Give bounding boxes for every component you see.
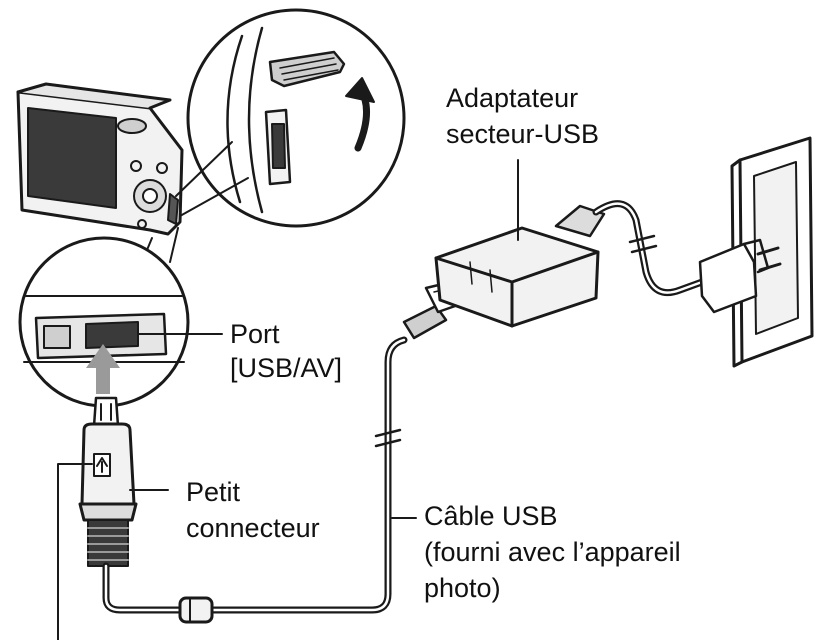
cable-label-line3: photo) (424, 573, 501, 603)
cable-label-line2: (fourni avec l’appareil (424, 537, 681, 567)
adapter-label-line2: secteur-USB (446, 119, 600, 149)
port-cover-zoom-circle (186, 8, 406, 228)
cable-label-line1: Câble USB (424, 501, 558, 531)
connector-label-line1: Petit (186, 477, 241, 507)
marker-leader-line (57, 463, 93, 640)
power-cord (592, 200, 706, 297)
port-label-line2: [USB/AV] (230, 353, 343, 383)
adapter-label-line1: Adaptateur (446, 83, 579, 113)
ac-plug (698, 238, 782, 314)
connector-label-line2: connecteur (186, 513, 320, 543)
usb-port-zoom-circle (18, 236, 190, 408)
port-label-line1: Port (230, 319, 280, 349)
small-connector-plug (78, 396, 138, 567)
camera-illustration (16, 82, 184, 236)
label-leaders (129, 159, 519, 519)
insertion-arrow-icon (86, 344, 120, 394)
ac-usb-adapter (434, 204, 606, 328)
usb-cable (102, 336, 408, 624)
